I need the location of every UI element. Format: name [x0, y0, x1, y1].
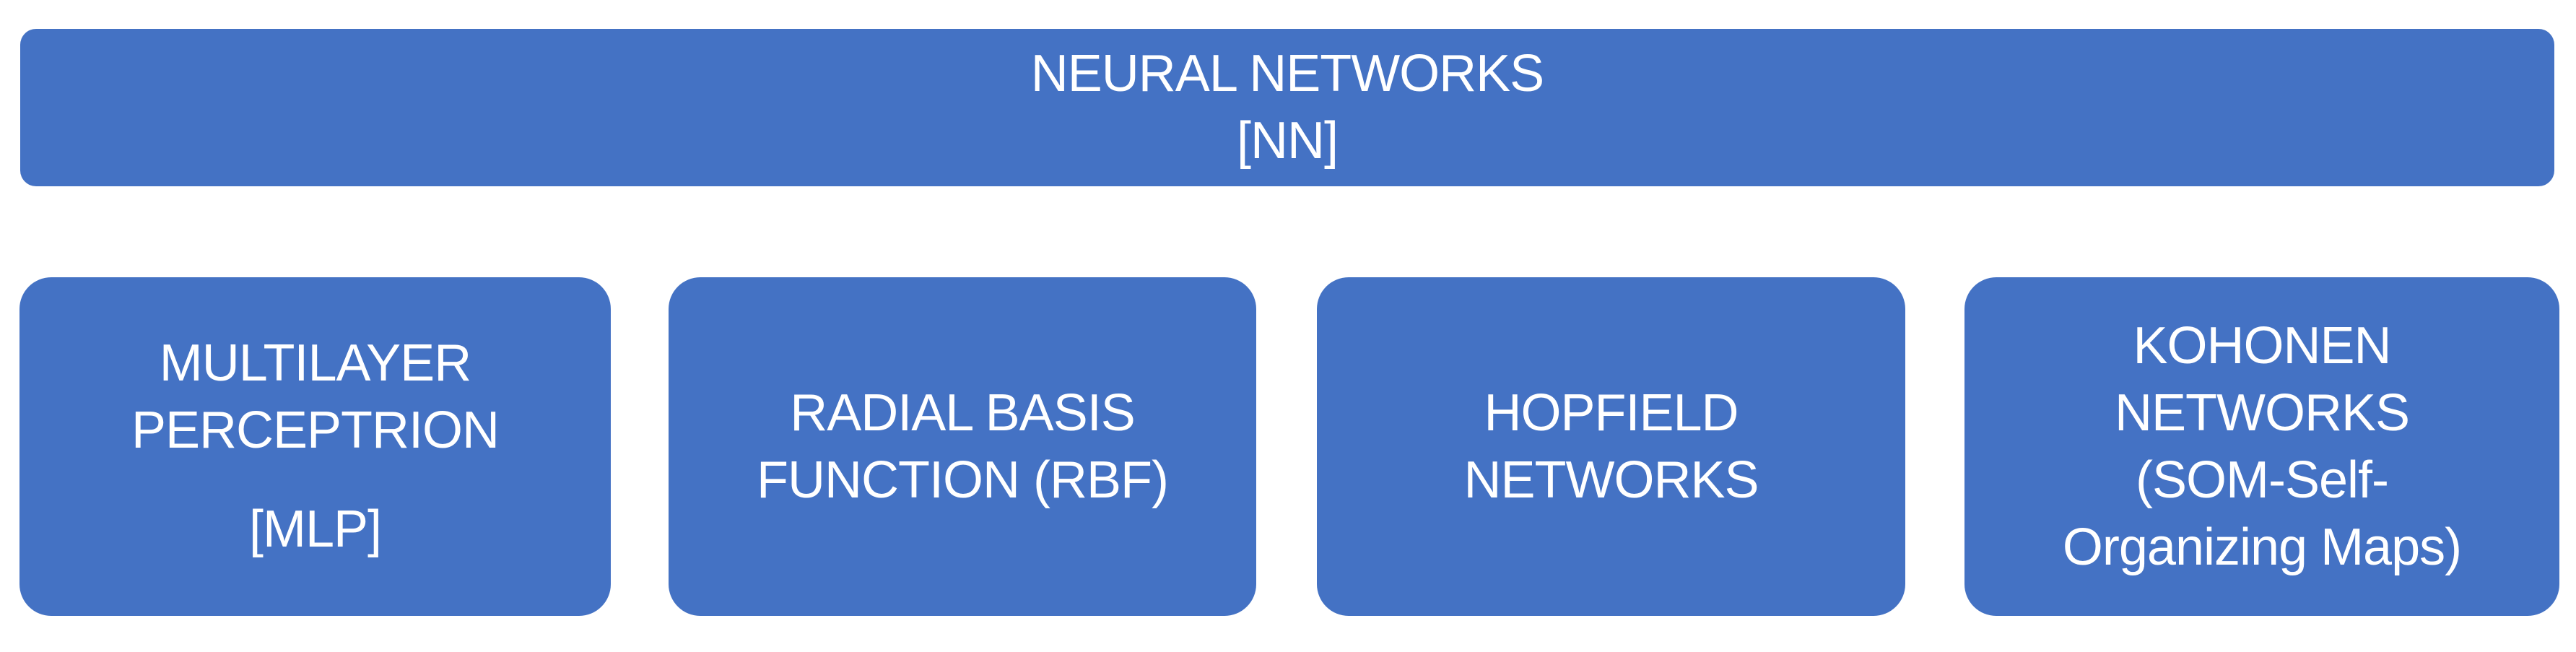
- node-abbrev: [MLP]: [248, 496, 382, 563]
- node-label-line: KOHONEN: [2133, 316, 2391, 375]
- child-node-hopfield-networks: HOPFIELD NETWORKS: [1317, 277, 1905, 616]
- node-label-line: NETWORKS: [2114, 383, 2410, 442]
- node-label: KOHONEN NETWORKS (SOM-Self- Organizing M…: [2062, 313, 2462, 581]
- node-label-line: FUNCTION (RBF): [757, 451, 1169, 509]
- node-label-line: HOPFIELD: [1484, 383, 1739, 442]
- node-label-line: NETWORKS: [1463, 451, 1759, 509]
- child-node-radial-basis-function: RADIAL BASIS FUNCTION (RBF): [669, 277, 1256, 616]
- node-label-line: RADIAL BASIS: [790, 383, 1136, 442]
- node-label: MULTILAYER PERCEPTRION: [131, 330, 500, 464]
- root-node-abbrev-line: [NN]: [1236, 112, 1339, 170]
- node-label-line: (SOM-Self-: [2135, 451, 2389, 509]
- root-node-neural-networks: NEURAL NETWORKS [NN]: [20, 29, 2554, 186]
- node-label-line: MULTILAYER: [159, 334, 471, 392]
- node-abbrev-line: [MLP]: [248, 500, 382, 558]
- root-node-label-line: NEURAL NETWORKS: [1030, 45, 1544, 103]
- node-label: HOPFIELD NETWORKS: [1463, 380, 1759, 514]
- node-label-line: Organizing Maps): [2062, 518, 2462, 576]
- root-node-label: NEURAL NETWORKS [NN]: [1031, 40, 1544, 175]
- child-node-multilayer-perceptrion: MULTILAYER PERCEPTRION [MLP]: [19, 277, 611, 616]
- node-label: RADIAL BASIS FUNCTION (RBF): [757, 380, 1169, 514]
- child-node-kohonen-networks: KOHONEN NETWORKS (SOM-Self- Organizing M…: [1964, 277, 2559, 616]
- node-label-line: PERCEPTRION: [131, 401, 500, 459]
